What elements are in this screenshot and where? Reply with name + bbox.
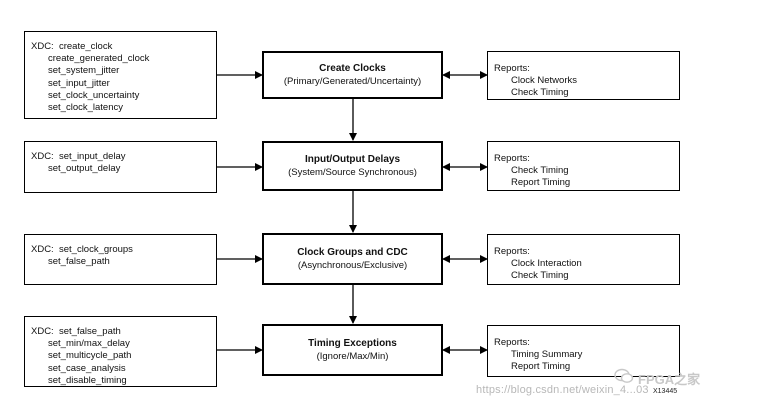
report-item: Report Timing	[511, 177, 571, 189]
step-title: Create Clocks	[319, 63, 386, 74]
xdc-line: XDC: set_clock_groups	[31, 244, 216, 256]
xdc-prefix: XDC:	[31, 41, 54, 52]
reports-box-clock-groups: Reports: Clock Interaction Check Timing	[487, 234, 680, 285]
step-title: Input/Output Delays	[305, 154, 400, 165]
watermark-brand: FPGA之家	[638, 372, 701, 387]
report-item: Check Timing	[511, 165, 569, 177]
xdc-line: XDC: create_clock	[31, 41, 216, 53]
xdc-command: set_false_path	[48, 256, 110, 268]
xdc-command: set_input_jitter	[48, 77, 110, 89]
watermark-url: https://blog.csdn.net/weixin_4...03	[476, 384, 649, 396]
step-clock-groups-cdc: Clock Groups and CDC (Asynchronous/Exclu…	[262, 233, 443, 285]
reports-box-create-clocks: Reports: Clock Networks Check Timing	[487, 51, 680, 100]
step-timing-exceptions: Timing Exceptions (Ignore/Max/Min)	[262, 324, 443, 376]
report-item: Check Timing	[511, 87, 569, 99]
xdc-command: set_multicycle_path	[48, 350, 132, 362]
xdc-command: set_system_jitter	[48, 65, 120, 77]
xdc-command: set_clock_latency	[48, 102, 123, 114]
report-item: Clock Networks	[511, 75, 577, 87]
xdc-command: set_output_delay	[48, 163, 121, 175]
xdc-command: set_clock_uncertainty	[48, 89, 140, 101]
xdc-box-timing-exceptions: XDC: set_false_path set_min/max_delay se…	[24, 316, 217, 387]
xdc-command: set_clock_groups	[58, 244, 133, 255]
xdc-box-io-delays: XDC: set_input_delay set_output_delay	[24, 141, 217, 193]
report-item: Timing Summary	[511, 349, 583, 361]
xdc-box-create-clocks: XDC: create_clock create_generated_clock…	[24, 31, 217, 119]
step-title: Timing Exceptions	[308, 338, 397, 349]
xdc-command: set_min/max_delay	[48, 338, 130, 350]
xdc-command: set_disable_timing	[48, 374, 127, 386]
xdc-prefix: XDC:	[31, 326, 54, 337]
step-subtitle: (System/Source Synchronous)	[288, 167, 417, 178]
xdc-command: create_clock	[58, 41, 113, 52]
xdc-box-clock-groups: XDC: set_clock_groups set_false_path	[24, 234, 217, 285]
reports-label: Reports:	[494, 153, 530, 164]
step-io-delays: Input/Output Delays (System/Source Synch…	[262, 141, 443, 191]
xdc-line: XDC: set_input_delay	[31, 151, 216, 163]
xdc-prefix: XDC:	[31, 244, 54, 255]
reports-label: Reports:	[494, 246, 530, 257]
report-item: Check Timing	[511, 270, 569, 282]
report-item: Clock Interaction	[511, 258, 582, 270]
xdc-command: create_generated_clock	[48, 53, 150, 65]
step-create-clocks: Create Clocks (Primary/Generated/Uncerta…	[262, 51, 443, 99]
xdc-command: set_false_path	[58, 326, 121, 337]
wechat-icon	[614, 368, 634, 383]
xdc-prefix: XDC:	[31, 151, 54, 162]
step-subtitle: (Primary/Generated/Uncertainty)	[283, 76, 422, 87]
reports-box-io-delays: Reports: Check Timing Report Timing	[487, 141, 680, 191]
xdc-line: XDC: set_false_path	[31, 326, 216, 338]
step-subtitle: (Ignore/Max/Min)	[316, 351, 389, 362]
reports-label: Reports:	[494, 63, 530, 74]
step-title: Clock Groups and CDC	[297, 247, 408, 258]
xdc-command: set_case_analysis	[48, 362, 126, 374]
step-subtitle: (Asynchronous/Exclusive)	[297, 260, 408, 271]
xdc-command: set_input_delay	[58, 151, 126, 162]
figure-id: X13445	[653, 388, 678, 395]
reports-label: Reports:	[494, 337, 530, 348]
report-item: Report Timing	[511, 361, 571, 373]
reports-box-timing-exceptions: Reports: Timing Summary Report Timing	[487, 325, 680, 377]
